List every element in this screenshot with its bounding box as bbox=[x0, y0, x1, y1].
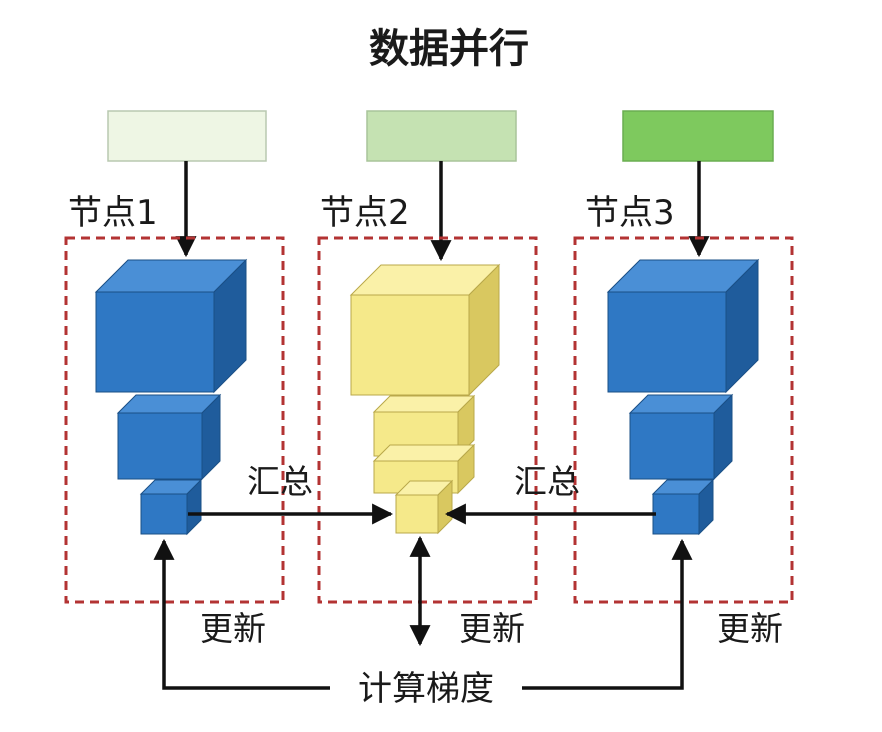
model-node3 bbox=[606, 258, 760, 536]
update-label-node3: 更新 bbox=[717, 609, 783, 648]
input-data-box-node3 bbox=[622, 110, 774, 162]
aggregate-label-right: 汇总 bbox=[514, 462, 580, 501]
model-node1 bbox=[94, 258, 248, 536]
model-node2-yellow bbox=[349, 263, 501, 535]
model-layer-4 bbox=[394, 479, 454, 535]
model-layer-3 bbox=[651, 478, 715, 536]
aggregate-label-left: 汇总 bbox=[247, 462, 313, 501]
model-layer-1 bbox=[349, 263, 501, 397]
diagram-title: 数据并行 bbox=[369, 26, 529, 72]
node1-frame bbox=[64, 236, 285, 604]
model-layer-2 bbox=[116, 393, 222, 481]
node3-label: 节点3 bbox=[585, 193, 675, 233]
model-layer-1 bbox=[94, 258, 248, 394]
update-arrow-node3 bbox=[522, 538, 693, 690]
input-data-box-node2 bbox=[366, 110, 517, 162]
update-label-node1: 更新 bbox=[200, 609, 266, 648]
model-layer-1 bbox=[606, 258, 760, 394]
node2-frame bbox=[317, 236, 538, 604]
model-layer-2 bbox=[628, 393, 734, 481]
node2-label: 节点2 bbox=[320, 193, 410, 233]
node1-label: 节点1 bbox=[68, 193, 158, 233]
compute-gradient-label: 计算梯度 bbox=[358, 669, 494, 709]
update-arrow-node1 bbox=[153, 538, 330, 690]
node3-frame bbox=[573, 236, 794, 604]
update-label-node2: 更新 bbox=[459, 609, 525, 648]
input-data-box-node1 bbox=[107, 110, 267, 162]
model-layer-3 bbox=[139, 478, 203, 536]
